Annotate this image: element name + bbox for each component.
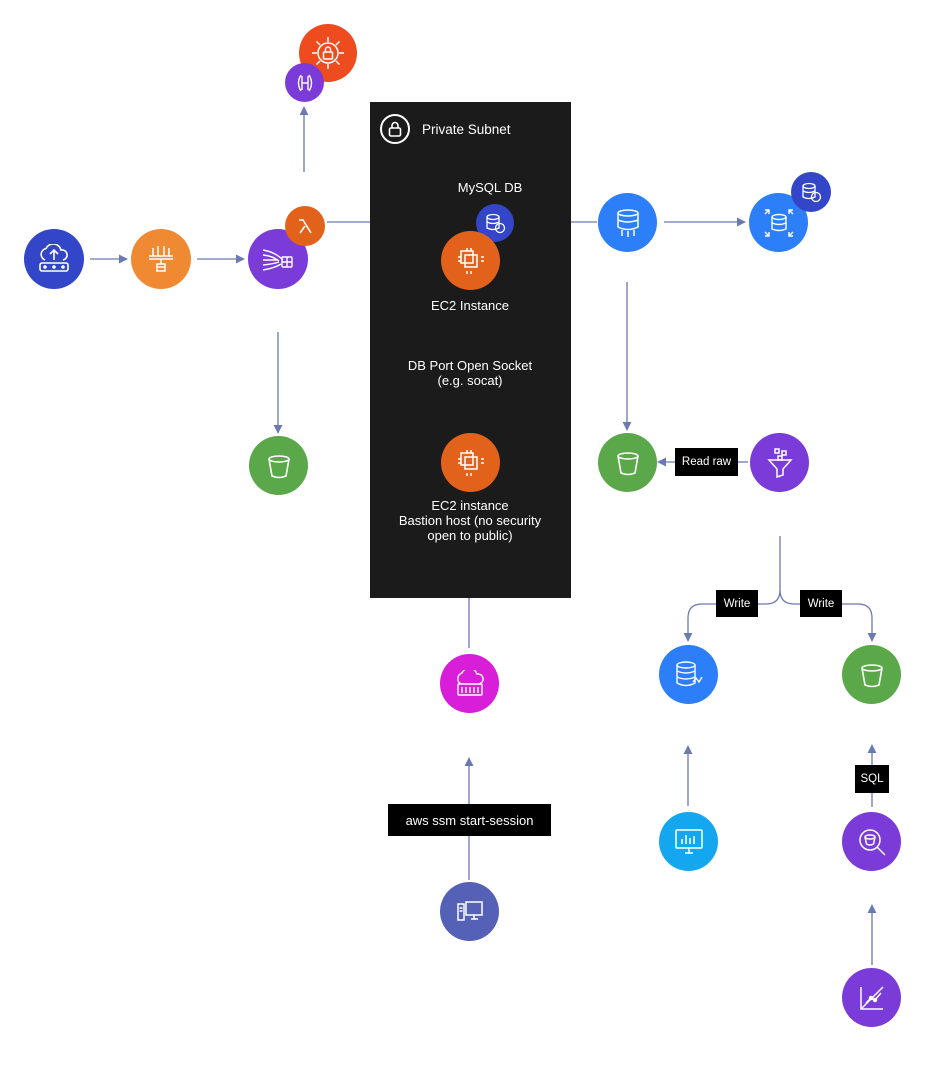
private-subnet: Private Subnet	[370, 102, 571, 598]
subnet-title: Private Subnet	[422, 121, 511, 137]
desktop-icon	[440, 882, 499, 941]
mysql-label: MySQL DB	[457, 180, 523, 195]
socket-label-line2: (e.g. socat)	[437, 373, 503, 388]
sql-label: SQL	[855, 765, 889, 793]
cloud-upload-icon	[24, 229, 84, 289]
socket-label: DB Port Open Socket (e.g. socat)	[375, 358, 565, 388]
bastion-label-line3: open to public)	[427, 528, 513, 543]
bastion-chip-icon	[441, 433, 500, 492]
arrow-write-to-s3-output	[779, 589, 877, 642]
subnet-header: Private Subnet	[380, 114, 511, 144]
ssm-cloud-icon	[440, 654, 499, 713]
ec2-chip-icon	[441, 231, 500, 290]
rds-small-icon	[791, 172, 831, 212]
ec2-instance-label: EC2 Instance	[430, 298, 510, 313]
bastion-label-line2: Bastion host (no security	[398, 513, 542, 528]
api-gateway-icon	[131, 229, 191, 289]
redshift-icon	[659, 645, 718, 704]
glue-filter-icon	[750, 433, 809, 492]
ssm-command-label: aws ssm start-session	[388, 804, 551, 836]
athena-icon	[842, 812, 901, 871]
read-raw-label: Read raw	[675, 448, 738, 476]
bastion-label-line1: EC2 instance	[431, 498, 509, 513]
bastion-label: EC2 instance Bastion host (no security o…	[375, 498, 565, 543]
arrow-write-to-redshift	[683, 536, 781, 642]
write-left-label: Write	[716, 590, 758, 617]
s3-output-bucket-icon	[842, 645, 901, 704]
hsm-icon	[285, 63, 324, 102]
lock-icon	[380, 114, 410, 144]
s3-bucket-icon	[249, 436, 308, 495]
quicksight-icon	[659, 812, 718, 871]
rds-database-icon	[598, 193, 657, 252]
socket-label-line1: DB Port Open Socket	[407, 358, 533, 373]
s3-raw-bucket-icon	[598, 433, 657, 492]
lambda-icon	[285, 206, 325, 246]
analytics-chart-icon	[842, 968, 901, 1027]
write-right-label: Write	[800, 590, 842, 617]
